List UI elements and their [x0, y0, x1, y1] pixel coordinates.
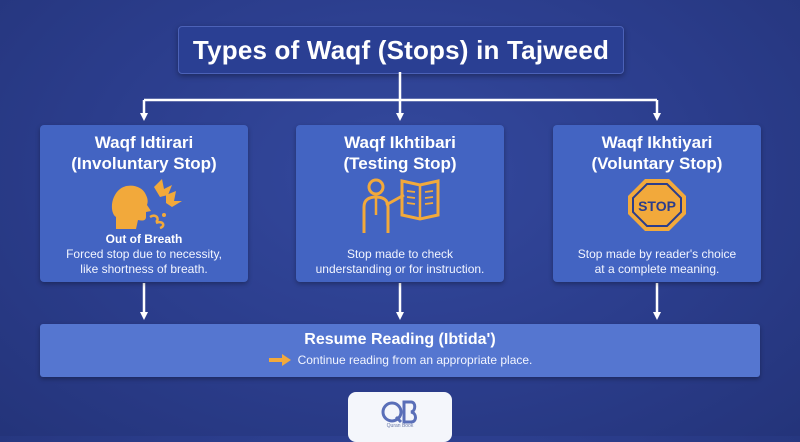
- card-waqf-idtirari: Waqf Idtirari (Involuntary Stop) Out of …: [40, 125, 248, 282]
- resume-title: Resume Reading (Ibtida'): [304, 331, 496, 348]
- card-title-line: Waqf Idtirari: [94, 133, 194, 152]
- teacher-book-icon: [362, 178, 440, 233]
- card-title: Waqf Ikhtiyari (Voluntary Stop): [553, 132, 761, 174]
- diagram-title: Types of Waqf (Stops) in Tajweed: [178, 26, 624, 74]
- resume-description-row: Continue reading from an appropriate pla…: [40, 353, 760, 367]
- card-subtitle-line: (Voluntary Stop): [591, 154, 723, 173]
- card-description: Forced stop due to necessity, like short…: [44, 247, 244, 277]
- right-arrow-icon: [268, 354, 291, 366]
- stop-sign-icon: STOP: [628, 179, 686, 231]
- card-subtitle-line: (Testing Stop): [343, 154, 457, 173]
- stop-sign-text: STOP: [638, 198, 676, 214]
- card-description-line: like shortness of breath.: [80, 262, 208, 276]
- resume-reading-box: Resume Reading (Ibtida') Continue readin…: [40, 324, 760, 377]
- card-description: Stop made by reader's choice at a comple…: [557, 247, 757, 277]
- card-description-line: at a complete meaning.: [594, 262, 720, 276]
- card-waqf-ikhtibari: Waqf Ikhtibari (Testing Stop) Stop made …: [296, 125, 504, 282]
- card-description: Stop made to check understanding or for …: [300, 247, 500, 277]
- card-title: Waqf Ikhtibari (Testing Stop): [296, 132, 504, 174]
- quran-book-logo: Quran Book: [348, 392, 452, 442]
- head-breath-icon: [111, 179, 182, 230]
- card-waqf-ikhtiyari: Waqf Ikhtiyari (Voluntary Stop) STOP Sto…: [553, 125, 761, 282]
- card-description-line: understanding or for instruction.: [315, 262, 485, 276]
- card-subtitle-line: (Involuntary Stop): [71, 154, 217, 173]
- card-title-line: Waqf Ikhtiyari: [601, 133, 713, 152]
- card-description-line: Forced stop due to necessity,: [66, 247, 222, 261]
- card-title-line: Waqf Ikhtibari: [344, 133, 456, 152]
- resume-description: Continue reading from an appropriate pla…: [297, 353, 533, 367]
- logo-mark: [381, 400, 417, 424]
- card-description-line: Stop made by reader's choice: [577, 247, 737, 261]
- card-title: Waqf Idtirari (Involuntary Stop): [40, 132, 248, 174]
- card-caption: Out of Breath: [105, 232, 183, 246]
- card-description-line: Stop made to check: [346, 247, 454, 261]
- logo-text: Quran Book: [386, 423, 414, 429]
